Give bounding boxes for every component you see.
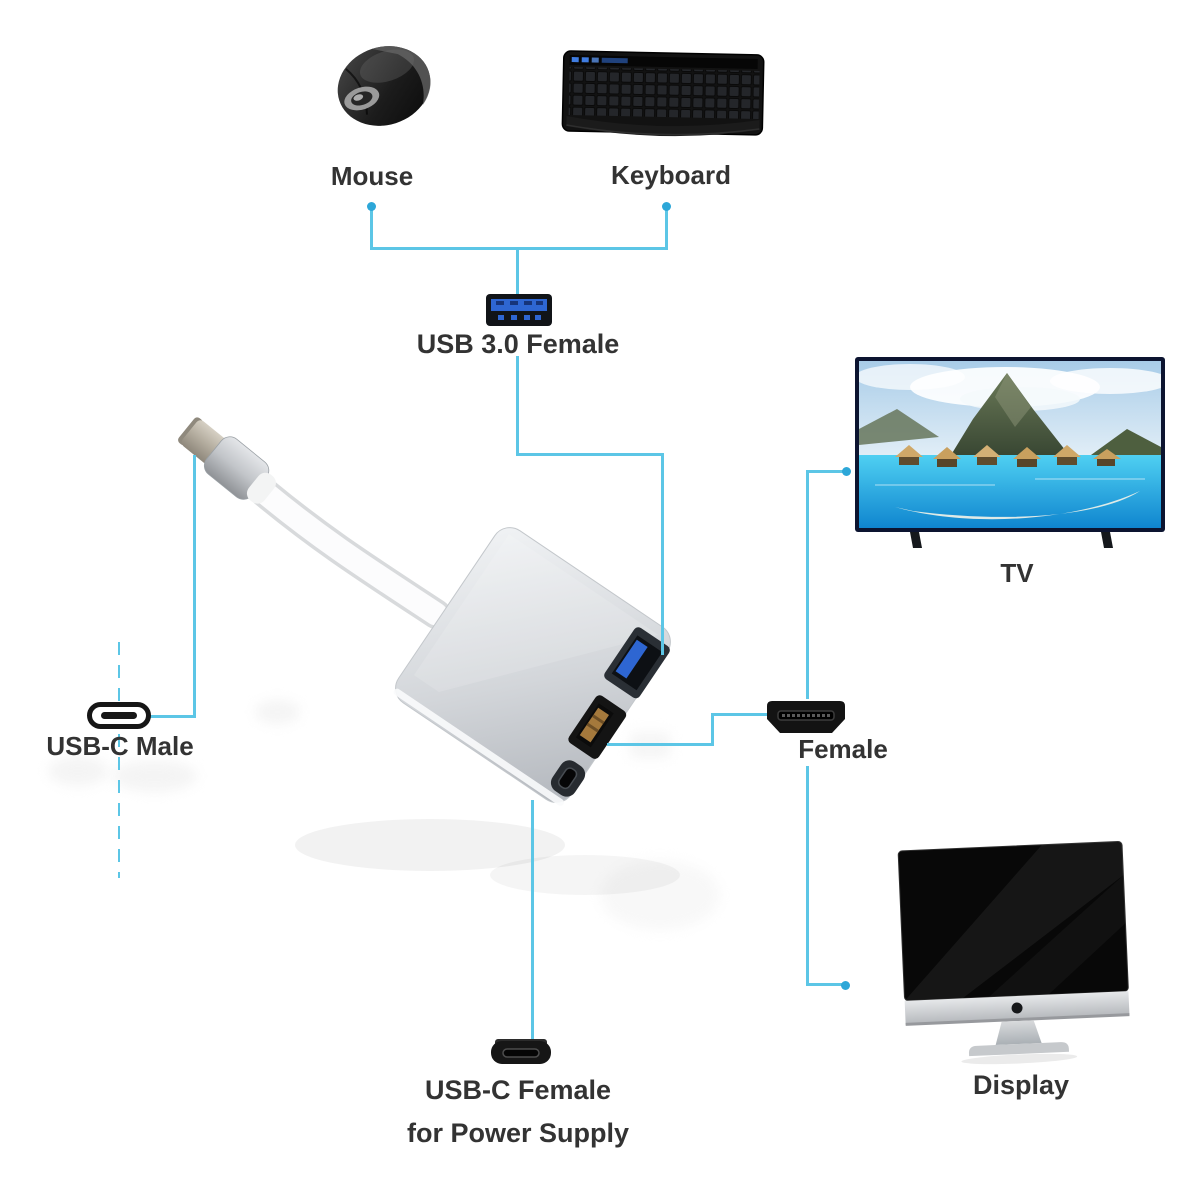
connector-line-dashed xyxy=(118,642,120,878)
connector-line xyxy=(370,247,668,250)
artifact-smudge xyxy=(255,700,300,724)
connector-line xyxy=(806,470,848,473)
usbc-male-icon xyxy=(87,702,151,729)
connector-line xyxy=(370,206,373,250)
usb3-female-label: USB 3.0 Female xyxy=(416,329,620,359)
connector-line xyxy=(806,470,809,699)
connector-line xyxy=(149,715,196,718)
connector-line xyxy=(516,247,519,298)
artifact-smudge xyxy=(112,760,197,792)
connector-line xyxy=(516,356,519,456)
mouse-photo xyxy=(337,46,431,126)
connector-line xyxy=(711,713,714,746)
connector-line xyxy=(711,713,768,716)
usb3-port-icon xyxy=(486,294,552,326)
usbc-female-label-line1: USB-C Female xyxy=(424,1075,612,1105)
connector-dot xyxy=(662,202,671,211)
tv-label: TV xyxy=(1000,558,1034,588)
connector-dot xyxy=(367,202,376,211)
connector-dot xyxy=(841,981,850,990)
keyboard-label: Keyboard xyxy=(611,160,731,190)
connector-line xyxy=(806,983,846,986)
display-photo xyxy=(897,840,1130,1065)
connector-line xyxy=(607,743,714,746)
keyboard-photo xyxy=(561,50,765,137)
connector-line xyxy=(516,453,664,456)
display-label: Display xyxy=(972,1070,1070,1100)
tv-photo xyxy=(855,357,1165,548)
connector-dot xyxy=(842,467,851,476)
mouse-label: Mouse xyxy=(330,161,414,191)
connector-line xyxy=(661,453,664,655)
connector-line xyxy=(806,766,809,985)
usbc-female-label-line2: for Power Supply xyxy=(406,1118,630,1148)
connector-line xyxy=(665,206,668,250)
connector-line xyxy=(193,455,196,718)
artifact-smudge xyxy=(48,756,108,786)
artifact-smudge xyxy=(600,860,720,930)
usbc-male-label: USB-C Male xyxy=(46,731,194,761)
hdmi-female-icon xyxy=(767,701,845,733)
usbc-female-icon xyxy=(491,1039,551,1064)
hdmi-female-label: Female xyxy=(798,734,888,764)
connector-line xyxy=(531,800,534,1043)
